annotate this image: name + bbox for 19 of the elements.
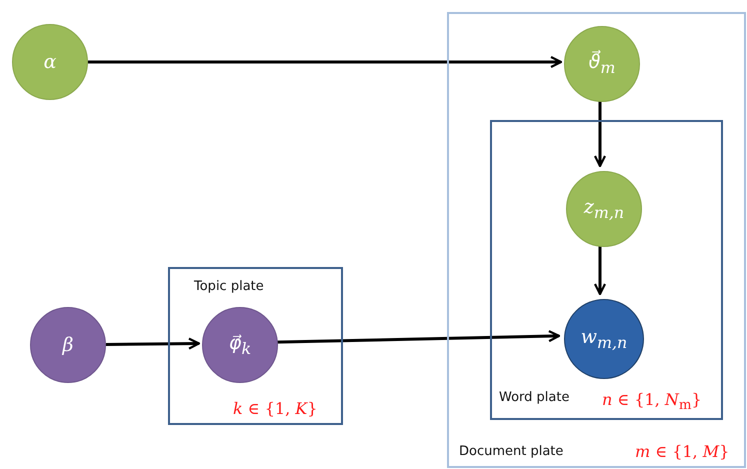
- variable-symbol: ϑ⃗$_{m}$: [588, 51, 616, 77]
- variable-symbol: φ⃗$_{k}$: [228, 332, 252, 358]
- index-range: n ∈ {1, N$_{m}$}: [602, 390, 702, 414]
- variable-symbol: w$_{m,n}$: [580, 326, 628, 352]
- plate-title: Word plate: [499, 390, 570, 405]
- variable-symbol: α: [44, 51, 56, 73]
- variable-symbol: β: [62, 334, 74, 356]
- index-range: m ∈ {1, M}: [635, 442, 730, 461]
- arrow: [594, 100, 606, 168]
- arrow: [276, 330, 560, 344]
- plate-frame: [447, 12, 746, 468]
- arrow: [88, 56, 562, 68]
- plate-frame: [490, 120, 723, 420]
- plate-title: Document plate: [459, 444, 564, 459]
- arrow: [106, 337, 200, 350]
- plate-frame: [168, 267, 343, 425]
- plate-title: Topic plate: [194, 279, 264, 294]
- index-range: k ∈ {1, K}: [233, 399, 318, 418]
- variable-symbol: z$_{m,n}$: [584, 196, 624, 222]
